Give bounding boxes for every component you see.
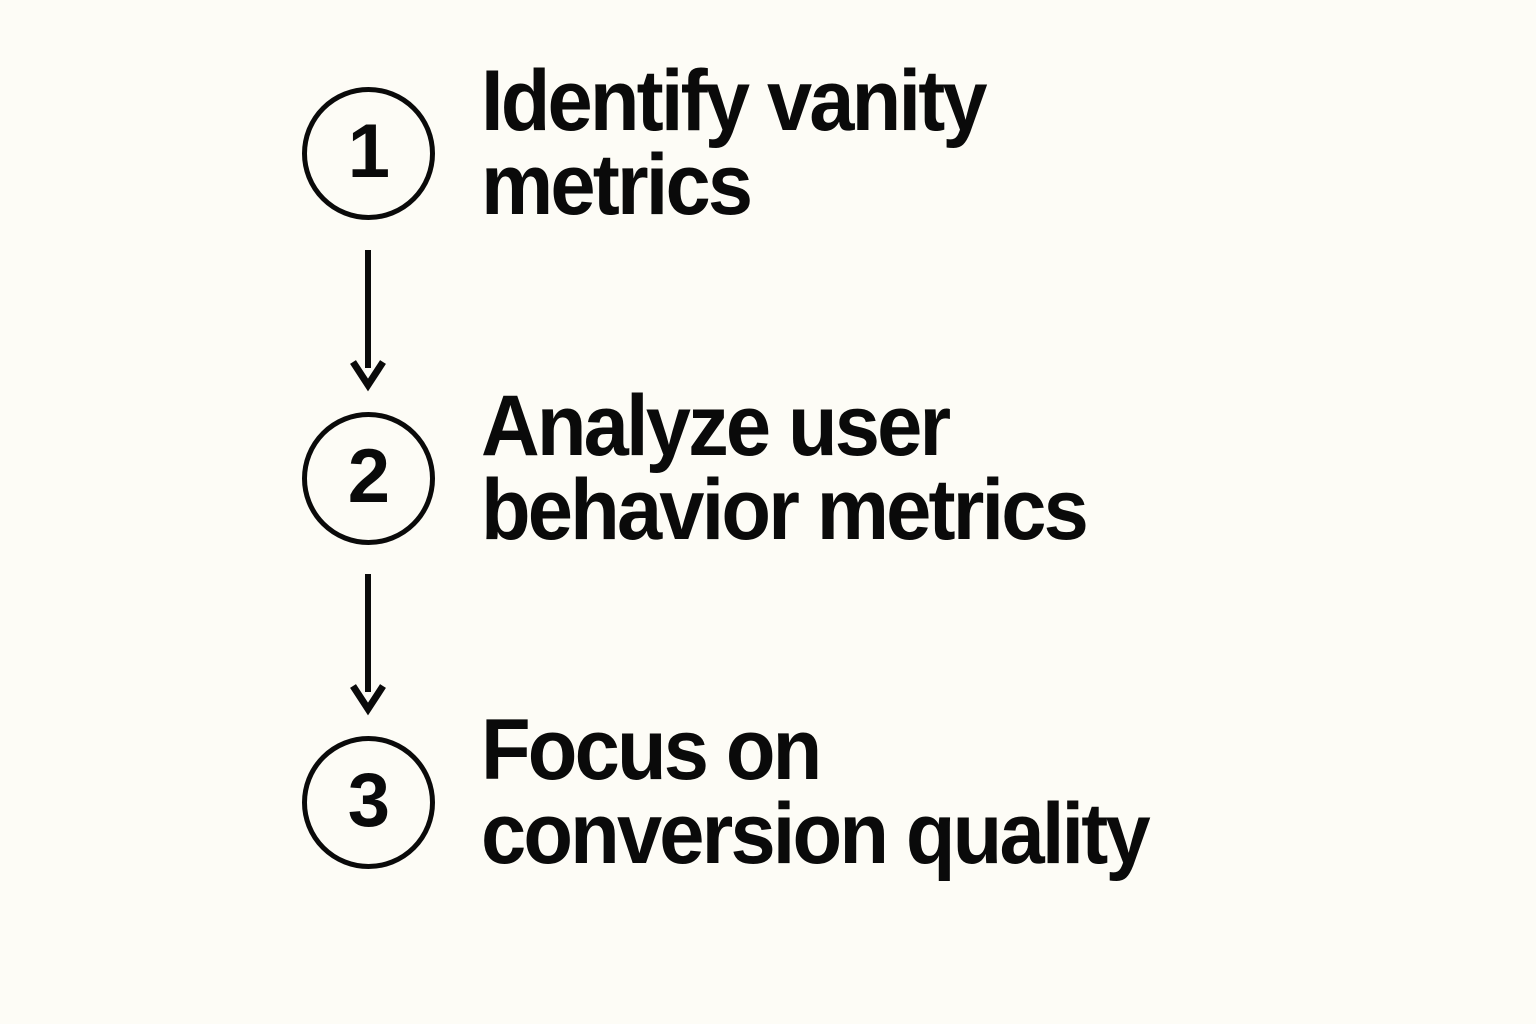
step-number-badge-1: 1 <box>302 87 435 220</box>
arrow-down-icon <box>350 574 386 716</box>
step-number-label-1: 1 <box>347 109 390 194</box>
step-number-badge-2: 2 <box>302 412 435 545</box>
connector-arrow-1 <box>340 244 400 392</box>
step-text-2: Analyze user behavior metrics <box>481 378 1089 558</box>
arrow-down-icon <box>350 250 386 392</box>
connector-arrow-2 <box>340 568 400 716</box>
step-item-3: 3 Focus on conversion quality <box>0 702 1536 902</box>
step-text-3: Focus on conversion quality <box>481 702 1151 882</box>
step-number-label-3: 3 <box>347 758 390 843</box>
step-text-1: Identify vanity metrics <box>481 53 988 233</box>
step-number-label-2: 2 <box>347 434 390 519</box>
step-item-1: 1 Identify vanity metrics <box>0 53 1536 253</box>
step-number-badge-3: 3 <box>302 736 435 869</box>
step-item-2: 2 Analyze user behavior metrics <box>0 378 1536 578</box>
